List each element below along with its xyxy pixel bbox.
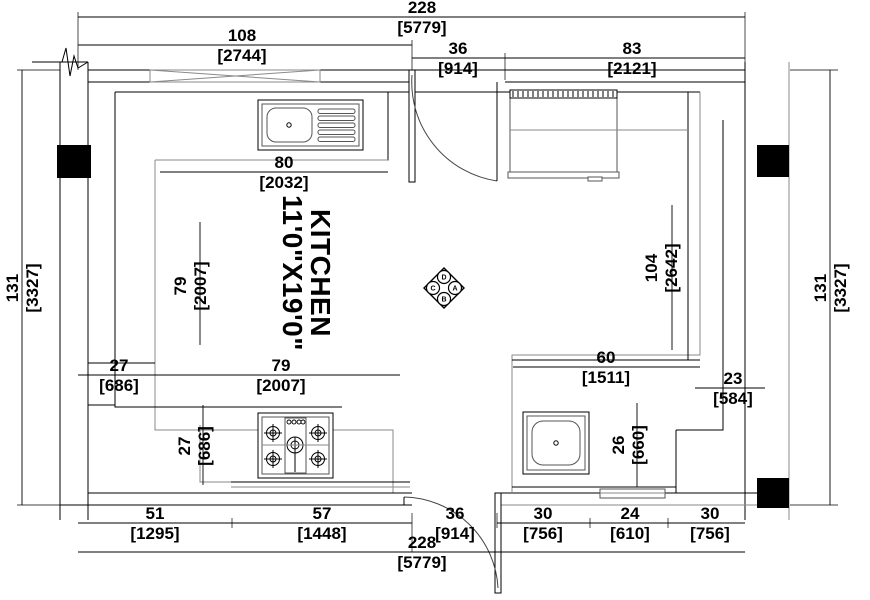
dim-top-36-imperial: 36 <box>449 39 468 58</box>
dim-79m-imperial: 79 <box>272 356 291 375</box>
elevation-marker[interactable]: D A B C <box>423 267 465 309</box>
dim-overall-top-imperial: 228 <box>408 0 436 17</box>
dim-top-36-metric: [914] <box>438 59 478 78</box>
bottom-dimension-group: 51 [1295] 57 [1448] 36 [914] 30 [756] 24… <box>78 504 745 572</box>
dim-23-imperial: 23 <box>724 369 743 388</box>
right-dimension-group: 131 [3327] <box>790 69 850 506</box>
dim-27l-imperial: 27 <box>110 356 129 375</box>
dim-bottom-30a-metric: [756] <box>523 524 563 543</box>
bottom-cabinet-detail <box>599 488 666 499</box>
dim-80-metric: [2032] <box>259 173 308 192</box>
dim-bottom-30a-imperial: 30 <box>534 504 553 523</box>
dim-79v-metric: [2007] <box>191 261 210 310</box>
dim-80-imperial: 80 <box>275 153 294 172</box>
dim-bottom-36-imperial: 36 <box>446 504 465 523</box>
secondary-sink <box>522 411 590 475</box>
dim-bottom-30b-metric: [756] <box>690 524 730 543</box>
dim-int-26-vert: 26 [660] <box>609 403 648 487</box>
elevation-marker-right: A <box>452 285 457 292</box>
dim-79v-imperial: 79 <box>171 277 190 296</box>
dim-overall-bottom-imperial: 228 <box>408 533 436 552</box>
column-left <box>57 145 91 178</box>
window-top <box>149 69 321 83</box>
left-dimension-group: 131 [3327] <box>3 69 60 506</box>
break-line-symbol <box>32 47 89 77</box>
dim-23-metric: [584] <box>713 389 753 408</box>
room-label: KITCHEN 11'0"X19'0" <box>277 195 336 351</box>
dim-60-metric: [1511] <box>582 368 630 387</box>
dim-79m-metric: [2007] <box>256 376 305 395</box>
dim-104-metric: [2642] <box>662 243 681 292</box>
dim-top-83-imperial: 83 <box>623 39 642 58</box>
room-size: 11'0"X19'0" <box>277 195 308 351</box>
door-top[interactable] <box>408 69 498 183</box>
dim-bottom-57-metric: [1448] <box>297 524 346 543</box>
dim-27v-metric: [686] <box>195 426 214 466</box>
dim-bottom-24-imperial: 24 <box>621 504 640 523</box>
dim-right-imperial: 131 <box>811 274 830 302</box>
elevation-marker-top: D <box>441 274 446 281</box>
dim-right-metric: [3327] <box>831 263 850 312</box>
dim-int-104-vert: 104 [2642] <box>642 205 681 350</box>
column-right-bottom <box>757 478 789 508</box>
dim-int-60: 60 [1511] <box>513 348 700 387</box>
dim-int-79-vert: 79 [2007] <box>171 222 210 345</box>
dim-bottom-36-metric: [914] <box>435 524 475 543</box>
dim-104-imperial: 104 <box>642 253 661 282</box>
dim-overall-top-metric: [5779] <box>397 18 446 37</box>
dim-int-27-vert: 27 [686] <box>175 405 214 485</box>
room-name: KITCHEN <box>305 209 336 337</box>
dim-top-108-imperial: 108 <box>228 26 256 45</box>
refrigerator <box>507 89 688 182</box>
elevation-marker-left: C <box>430 285 435 292</box>
column-right-top <box>757 145 789 177</box>
dim-27l-metric: [686] <box>99 376 139 395</box>
top-dimension-group: 228 [5779] 108 [2744] 36 [914] 83 [2121] <box>77 0 746 80</box>
elevation-marker-bottom: B <box>441 297 446 304</box>
dim-top-83-metric: [2121] <box>607 59 656 78</box>
dim-overall-bottom-metric: [5779] <box>397 553 446 572</box>
door-bottom[interactable] <box>403 492 502 594</box>
dim-60-imperial: 60 <box>597 348 616 367</box>
kitchen-sink-with-drainboard <box>257 99 364 151</box>
dim-int-80: 80 [2032] <box>160 153 388 192</box>
dim-left-metric: [3327] <box>23 263 42 312</box>
dim-bottom-57-imperial: 57 <box>313 504 332 523</box>
dim-bottom-51-imperial: 51 <box>146 504 165 523</box>
dim-top-108-metric: [2744] <box>217 46 266 65</box>
dim-int-23: 23 [584] <box>695 369 765 408</box>
dim-bottom-51-metric: [1295] <box>130 524 179 543</box>
dim-26-imperial: 26 <box>609 436 628 455</box>
dim-int-79-mid: 79 [2007] <box>160 356 400 395</box>
dim-bottom-30b-imperial: 30 <box>701 504 720 523</box>
gas-range-cooktop <box>257 412 334 479</box>
dim-int-27-left: 27 [686] <box>78 356 160 395</box>
dim-bottom-24-metric: [610] <box>610 524 650 543</box>
dim-26-metric: [660] <box>629 425 648 465</box>
dim-left-imperial: 131 <box>3 274 22 302</box>
dim-27v-imperial: 27 <box>175 437 194 456</box>
